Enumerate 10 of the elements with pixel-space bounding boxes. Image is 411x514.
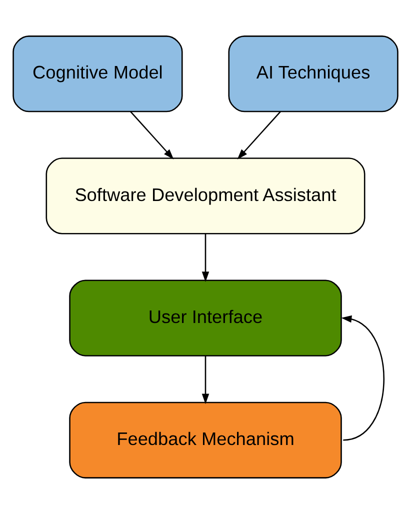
node-box: Cognitive Model [12,36,183,112]
arrow [237,111,281,160]
arrow [341,315,384,441]
node-box: Feedback Mechanism [69,402,342,478]
arrow [130,111,174,160]
arrow [202,356,210,404]
node-box: Software Development Assistant [46,158,366,234]
node-box: User Interface [69,280,342,356]
node-box: AI Techniques [228,36,398,112]
arrow [202,234,210,282]
